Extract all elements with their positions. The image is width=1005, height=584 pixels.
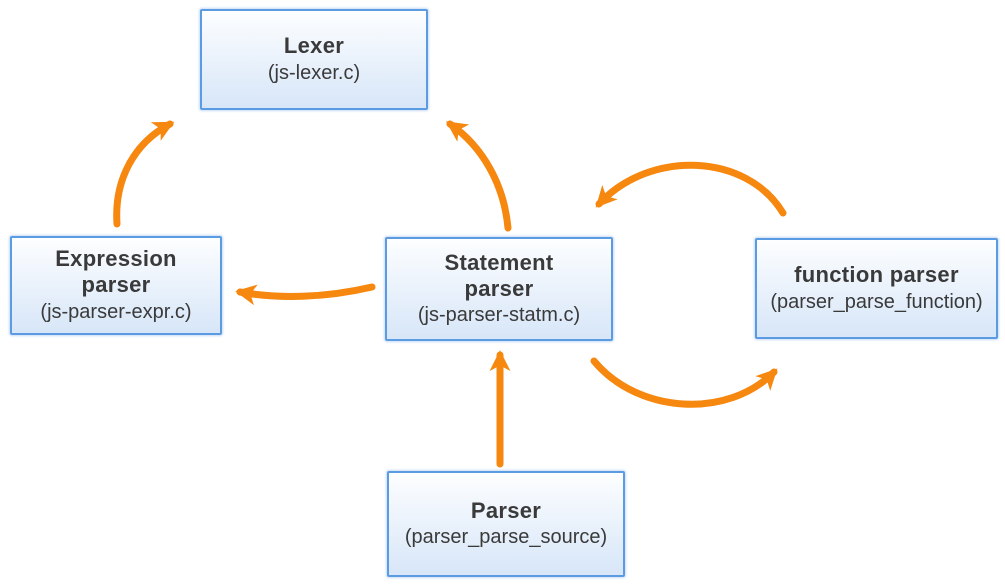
node-function-parser: function parser (parser_parse_function): [755, 238, 998, 339]
node-expression-parser-title: Expression parser: [55, 246, 177, 297]
edge-expression-parser-to-lexer: [113, 120, 175, 228]
node-statement-parser-subtitle: (js-parser-statm.c): [417, 304, 581, 327]
node-lexer: Lexer (js-lexer.c): [200, 9, 428, 110]
node-function-parser-subtitle: (parser_parse_function): [770, 290, 983, 313]
node-expression-parser: Expression parser (js-parser-expr.c): [10, 236, 222, 335]
node-statement-parser: Statement parser (js-parser-statm.c): [385, 237, 613, 341]
node-function-parser-title: function parser: [794, 262, 959, 288]
node-lexer-subtitle: (js-lexer.c): [267, 61, 361, 84]
edge-statement-parser-to-function-parser: [590, 357, 778, 408]
edge-statement-parser-to-lexer: [445, 120, 512, 232]
node-lexer-title: Lexer: [283, 33, 345, 59]
node-expression-parser-subtitle: (js-parser-expr.c): [40, 300, 192, 323]
edge-function-parser-to-statement-parser: [595, 161, 787, 217]
node-parser-subtitle: (parser_parse_source): [404, 526, 608, 549]
edge-statement-parser-to-expression-parser: [235, 283, 376, 306]
node-parser: Parser (parser_parse_source): [387, 471, 625, 577]
node-statement-parser-title: Statement parser: [444, 249, 554, 301]
node-parser-title: Parser: [470, 497, 542, 523]
